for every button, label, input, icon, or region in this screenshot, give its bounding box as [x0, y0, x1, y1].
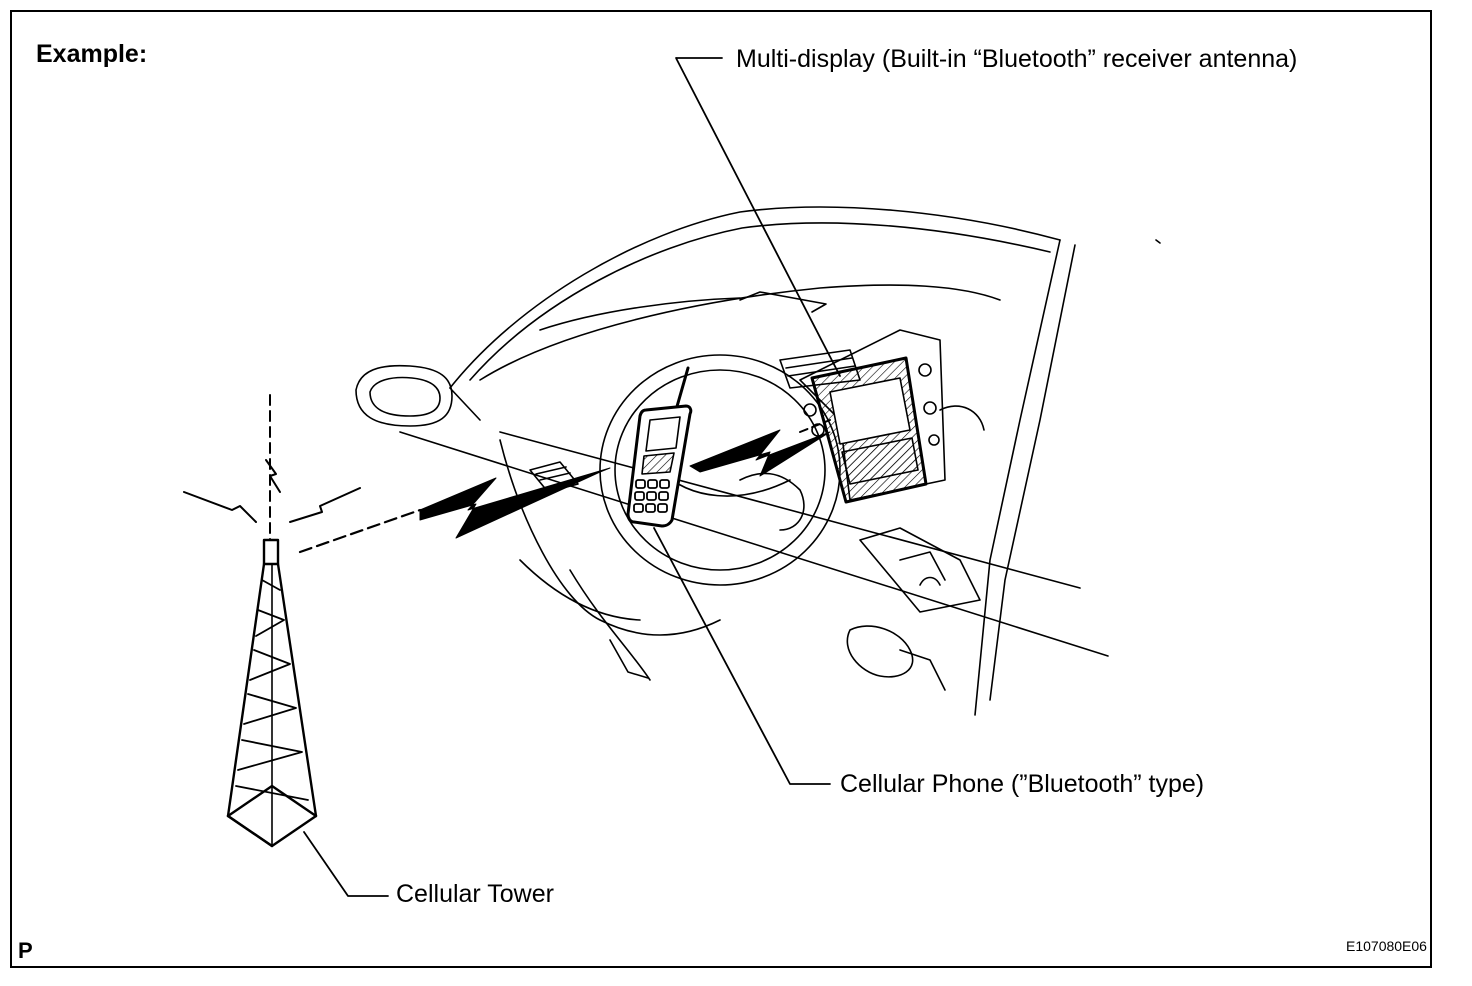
corner-mark: P: [18, 938, 33, 963]
cellular-tower-drawing: [183, 394, 361, 848]
car-interior-drawing: [355, 206, 1161, 716]
example-heading: Example:: [36, 40, 148, 68]
cellular-phone-drawing: [626, 366, 693, 528]
leader-lines: [303, 57, 841, 897]
cellular-phone-callout: Cellular Phone (”Bluetooth” type): [840, 770, 1205, 798]
signal-tower-to-phone: [298, 467, 611, 554]
cellular-tower-callout: Cellular Tower: [396, 880, 554, 908]
figure-code: E107080E06: [1346, 938, 1427, 954]
figure-frame: [10, 10, 1432, 968]
signal-phone-to-display: [689, 419, 831, 477]
multi-display-drawing: [810, 356, 928, 504]
multi-display-callout: Multi-display (Built-in “Bluetooth” rece…: [736, 45, 1298, 73]
